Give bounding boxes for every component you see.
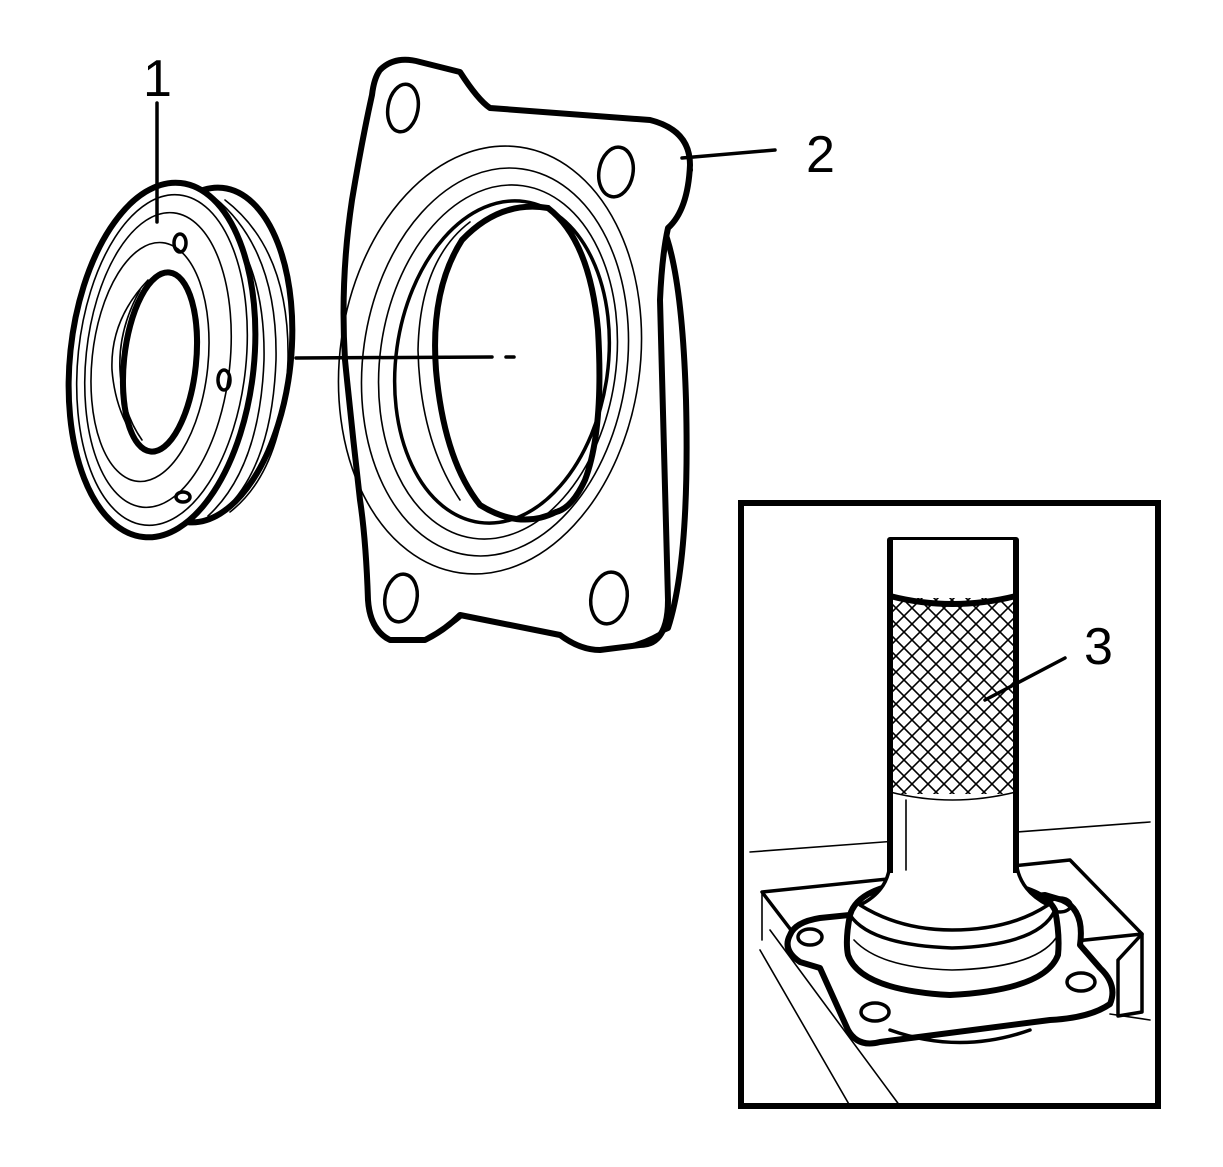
callout-1: 1 — [143, 50, 172, 108]
seal-bore — [119, 269, 201, 455]
seal-groove-2 — [214, 197, 277, 515]
housing-bore-inner-line — [417, 221, 471, 501]
seal-face-ring-3 — [90, 241, 210, 483]
seal-bore-depth-2 — [119, 289, 143, 441]
support-block-side-2 — [1109, 1013, 1151, 1021]
bench-edge-lower-2 — [759, 949, 851, 1106]
inset-hole-left — [796, 927, 824, 947]
seal-bore-depth — [111, 279, 149, 453]
housing-bore-far-wall — [545, 205, 603, 515]
housing-plate-outline — [340, 56, 693, 653]
housing-bolt-hole-top-right — [596, 145, 636, 199]
leader-line-2 — [680, 148, 777, 160]
knurl-top-edge — [887, 593, 1019, 607]
inset-seal-lip — [888, 1028, 1032, 1045]
inset-hole-bottom — [859, 1001, 891, 1023]
assembly-axis-line — [294, 355, 494, 360]
flange-housing — [337, 56, 693, 653]
seal-hole-middle — [216, 368, 232, 392]
inset-panel: 3 — [738, 500, 1161, 1109]
housing-bottom-edge — [423, 614, 670, 652]
housing-outer-ring — [337, 145, 643, 575]
seal-face-ring-2 — [83, 211, 233, 509]
knurl-bottom-edge — [889, 791, 1017, 801]
installer-base-ring — [853, 937, 1057, 971]
bench-edge-lower — [769, 929, 901, 1106]
housing-bore-lip — [392, 199, 612, 525]
housing-bore — [432, 203, 559, 523]
seal-hole-top — [172, 232, 188, 254]
housing-ring-2 — [360, 167, 630, 557]
housing-bolt-hole-bottom-left — [382, 572, 420, 624]
seal-hole-bottom — [174, 490, 192, 504]
leader-line-3 — [983, 656, 1067, 702]
seal-face-ring-1 — [75, 193, 249, 527]
housing-bolt-hole-top-left — [385, 82, 421, 134]
seal — [65, 179, 296, 541]
inset-hole-right — [1065, 971, 1097, 993]
housing-ring-3 — [377, 184, 619, 540]
installer-base-rim — [848, 908, 1057, 950]
housing-bolt-hole-bottom-right — [588, 570, 630, 626]
callout-3: 3 — [1084, 618, 1113, 676]
seal-groove-1 — [224, 199, 289, 513]
callout-2: 2 — [806, 126, 835, 184]
